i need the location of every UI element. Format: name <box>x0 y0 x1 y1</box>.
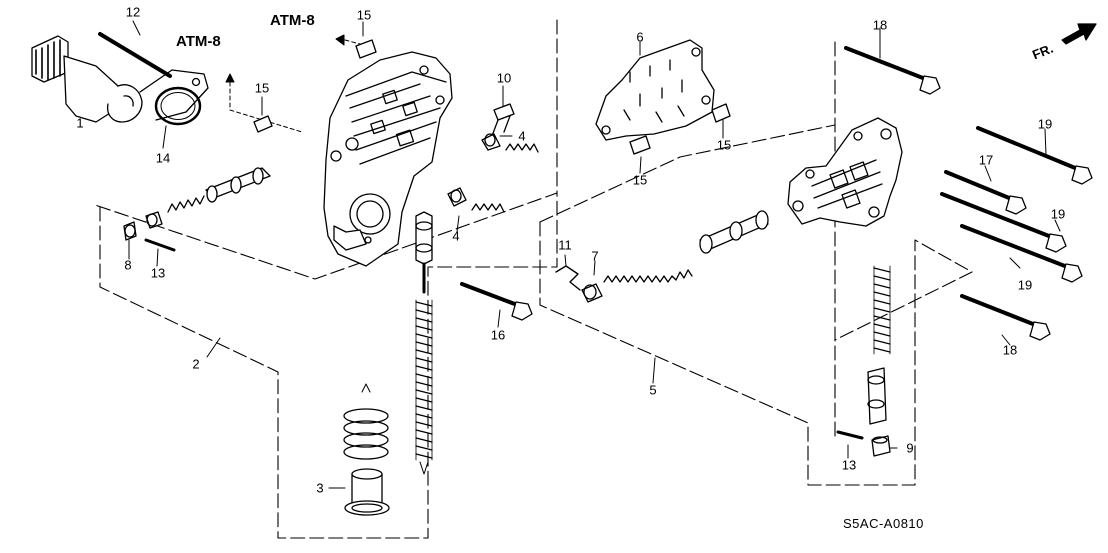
callout-13: 13 <box>150 265 166 281</box>
reference-arrows <box>225 34 361 133</box>
shaft-assembly <box>31 32 209 126</box>
callout-19: 19 <box>1037 116 1053 132</box>
group-5-boundary <box>539 41 973 486</box>
callout-15: 15 <box>254 80 270 96</box>
atm-reference-label: ATM-8 <box>176 33 221 50</box>
group-2-boundary <box>94 19 558 539</box>
callout-18: 18 <box>1002 342 1018 358</box>
callout-18: 18 <box>872 17 888 33</box>
callout-3: 3 <box>316 480 324 496</box>
callout-4: 4 <box>452 228 460 244</box>
callout-8: 8 <box>124 257 132 273</box>
callout-19: 19 <box>1050 206 1066 222</box>
right-group-parts <box>555 46 1093 457</box>
callout-4: 4 <box>518 128 526 144</box>
callout-19: 19 <box>1017 277 1033 293</box>
callout-16: 16 <box>490 327 506 343</box>
fr-arrow <box>1061 23 1097 45</box>
callout-10: 10 <box>496 70 512 86</box>
callout-1: 1 <box>76 115 84 131</box>
callout-5: 5 <box>649 382 657 398</box>
valve-body-left <box>323 51 453 267</box>
callout-2: 2 <box>192 356 200 372</box>
callout-13: 13 <box>841 457 857 473</box>
callout-15: 15 <box>716 137 732 153</box>
callout-14: 14 <box>155 150 171 166</box>
callout-12: 12 <box>125 4 141 20</box>
leader-lines <box>80 20 1061 489</box>
callout-17: 17 <box>978 152 994 168</box>
callout-7: 7 <box>591 248 599 264</box>
callout-6: 6 <box>636 29 644 45</box>
callout-9: 9 <box>906 440 914 456</box>
callout-11: 11 <box>558 237 572 253</box>
atm-reference-label: ATM-8 <box>270 12 315 29</box>
left-group-parts <box>123 39 539 516</box>
callout-15: 15 <box>356 7 372 23</box>
separator-plate <box>595 39 731 155</box>
callout-15: 15 <box>632 172 648 188</box>
valve-body-right <box>787 117 903 227</box>
diagram-code: S5AC-A0810 <box>843 516 924 531</box>
